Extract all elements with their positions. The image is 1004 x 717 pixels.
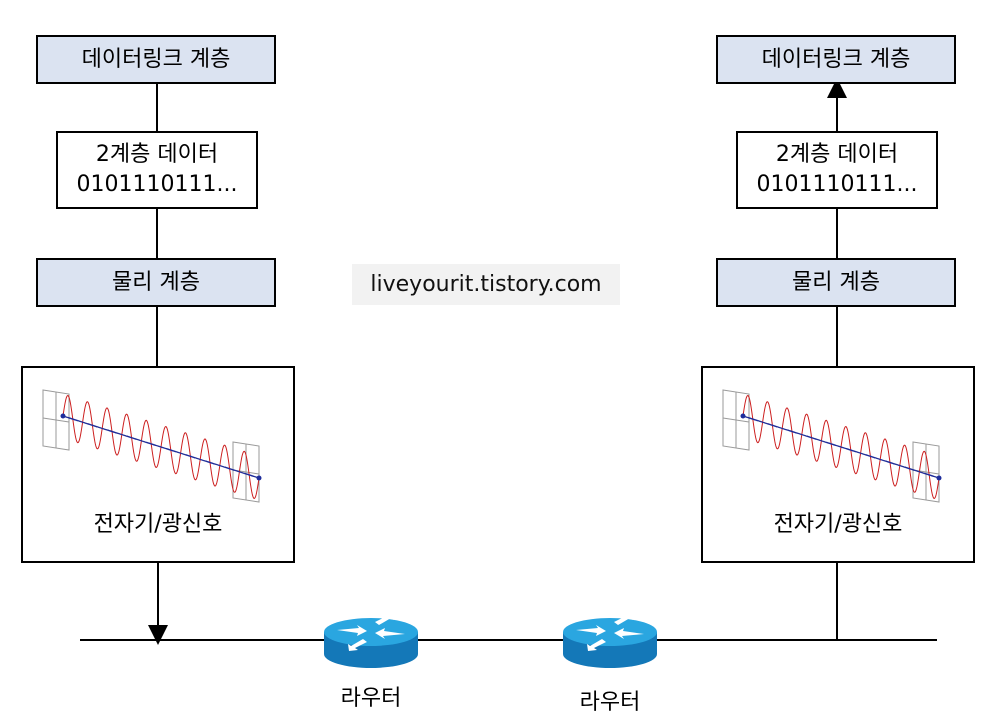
left-signal-label: 전자기/광신호 xyxy=(93,512,223,537)
watermark-text: liveyourit.tistory.com xyxy=(352,264,620,305)
router-label: 라우터 xyxy=(340,686,402,711)
left-signal-box: 전자기/광신호 xyxy=(21,366,295,563)
left-physical-label: 물리 계층 xyxy=(112,269,200,295)
right-datalink-layer-box: 데이터링크 계층 xyxy=(716,35,956,84)
left-data-bits: 0101110111... xyxy=(76,172,238,197)
left-layer2-data-box: 2계층 데이터 0101110111... xyxy=(56,131,258,209)
electromagnetic-wave-icon xyxy=(42,389,262,503)
left-physical-layer-box: 물리 계층 xyxy=(36,258,276,307)
left-data-title: 2계층 데이터 xyxy=(95,142,219,167)
right-data-title: 2계층 데이터 xyxy=(775,142,899,167)
right-datalink-label: 데이터링크 계층 xyxy=(761,46,911,72)
right-physical-label: 물리 계층 xyxy=(792,269,880,295)
left-datalink-label: 데이터링크 계층 xyxy=(81,46,231,72)
router-icon xyxy=(563,613,657,668)
router-label: 라우터 xyxy=(579,690,641,715)
electromagnetic-wave-icon xyxy=(722,389,942,503)
right-data-bits: 0101110111... xyxy=(756,172,918,197)
left-datalink-layer-box: 데이터링크 계층 xyxy=(36,35,276,84)
right-signal-label: 전자기/광신호 xyxy=(773,512,903,537)
right-signal-box: 전자기/광신호 xyxy=(701,366,975,563)
router-icon xyxy=(324,613,418,668)
right-layer2-data-box: 2계층 데이터 0101110111... xyxy=(736,131,938,209)
right-physical-layer-box: 물리 계층 xyxy=(716,258,956,307)
